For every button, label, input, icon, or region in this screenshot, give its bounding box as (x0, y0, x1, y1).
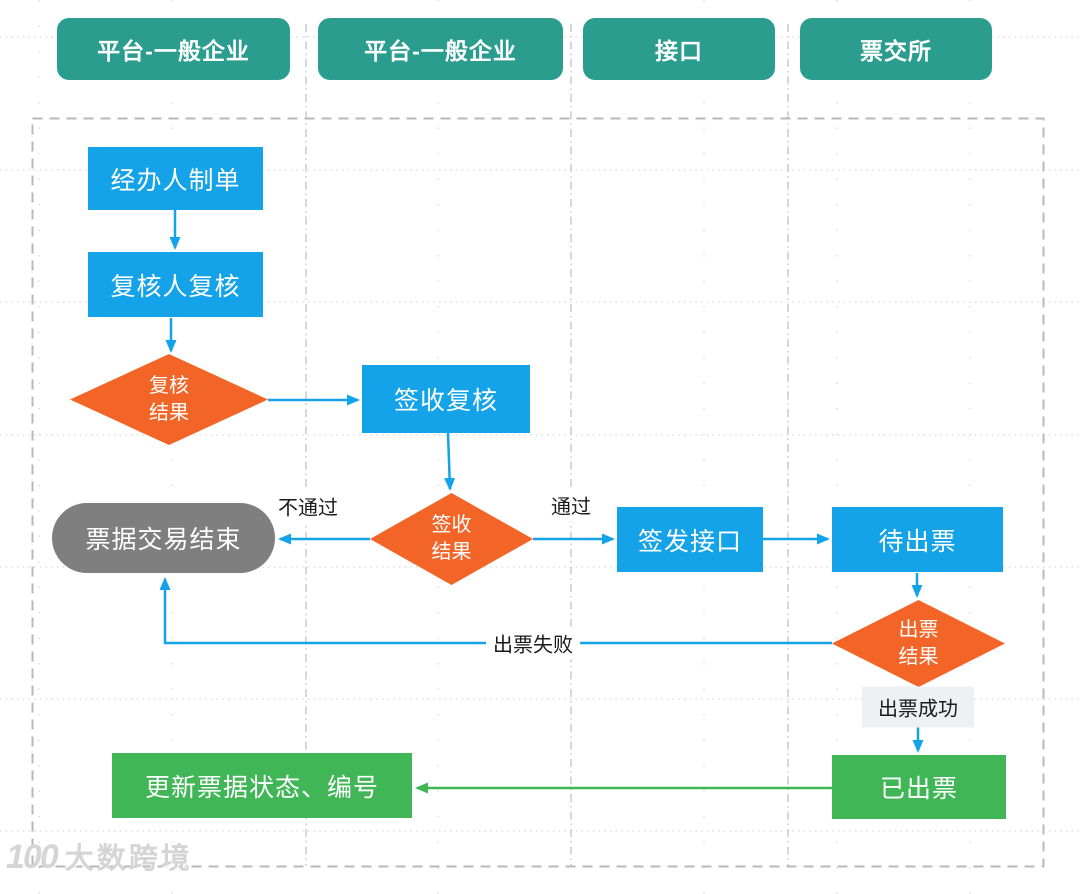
node-awaiting-issue: 待出票 (832, 507, 1003, 572)
watermark: 100 大数跨境 (6, 840, 193, 874)
lane-header-interface: 接口 (583, 18, 775, 80)
lane-separator-lines (305, 24, 789, 866)
diagram-dashed-border (31, 117, 1045, 868)
node-issued: 已出票 (832, 755, 1006, 819)
node-update-bill-status: 更新票据状态、编号 (112, 753, 412, 818)
lane-header-platform-enterprise-2: 平台-一般企业 (318, 18, 563, 80)
edge-label-issue-success: 出票成功 (862, 686, 974, 728)
watermark-logo: 100 (6, 838, 59, 876)
node-sign-review: 签收复核 (362, 365, 530, 433)
node-operator-create-order: 经办人制单 (88, 147, 263, 210)
lane-header-bill-exchange: 票交所 (800, 18, 992, 80)
node-transaction-end-terminator: 票据交易结束 (52, 503, 275, 573)
edge-label-passed: 通过 (544, 488, 598, 522)
edge-label-not-passed: 不通过 (271, 489, 345, 523)
issue-fail-arrow (159, 577, 832, 645)
node-issue-interface: 签发接口 (617, 507, 763, 572)
lane-header-platform-enterprise-1: 平台-一般企业 (57, 18, 290, 80)
edge-label-issue-failed: 出票失败 (486, 626, 580, 660)
node-reviewer-review: 复核人复核 (88, 252, 263, 317)
flow-arrows (159, 210, 924, 794)
watermark-text: 大数跨境 (64, 842, 193, 875)
